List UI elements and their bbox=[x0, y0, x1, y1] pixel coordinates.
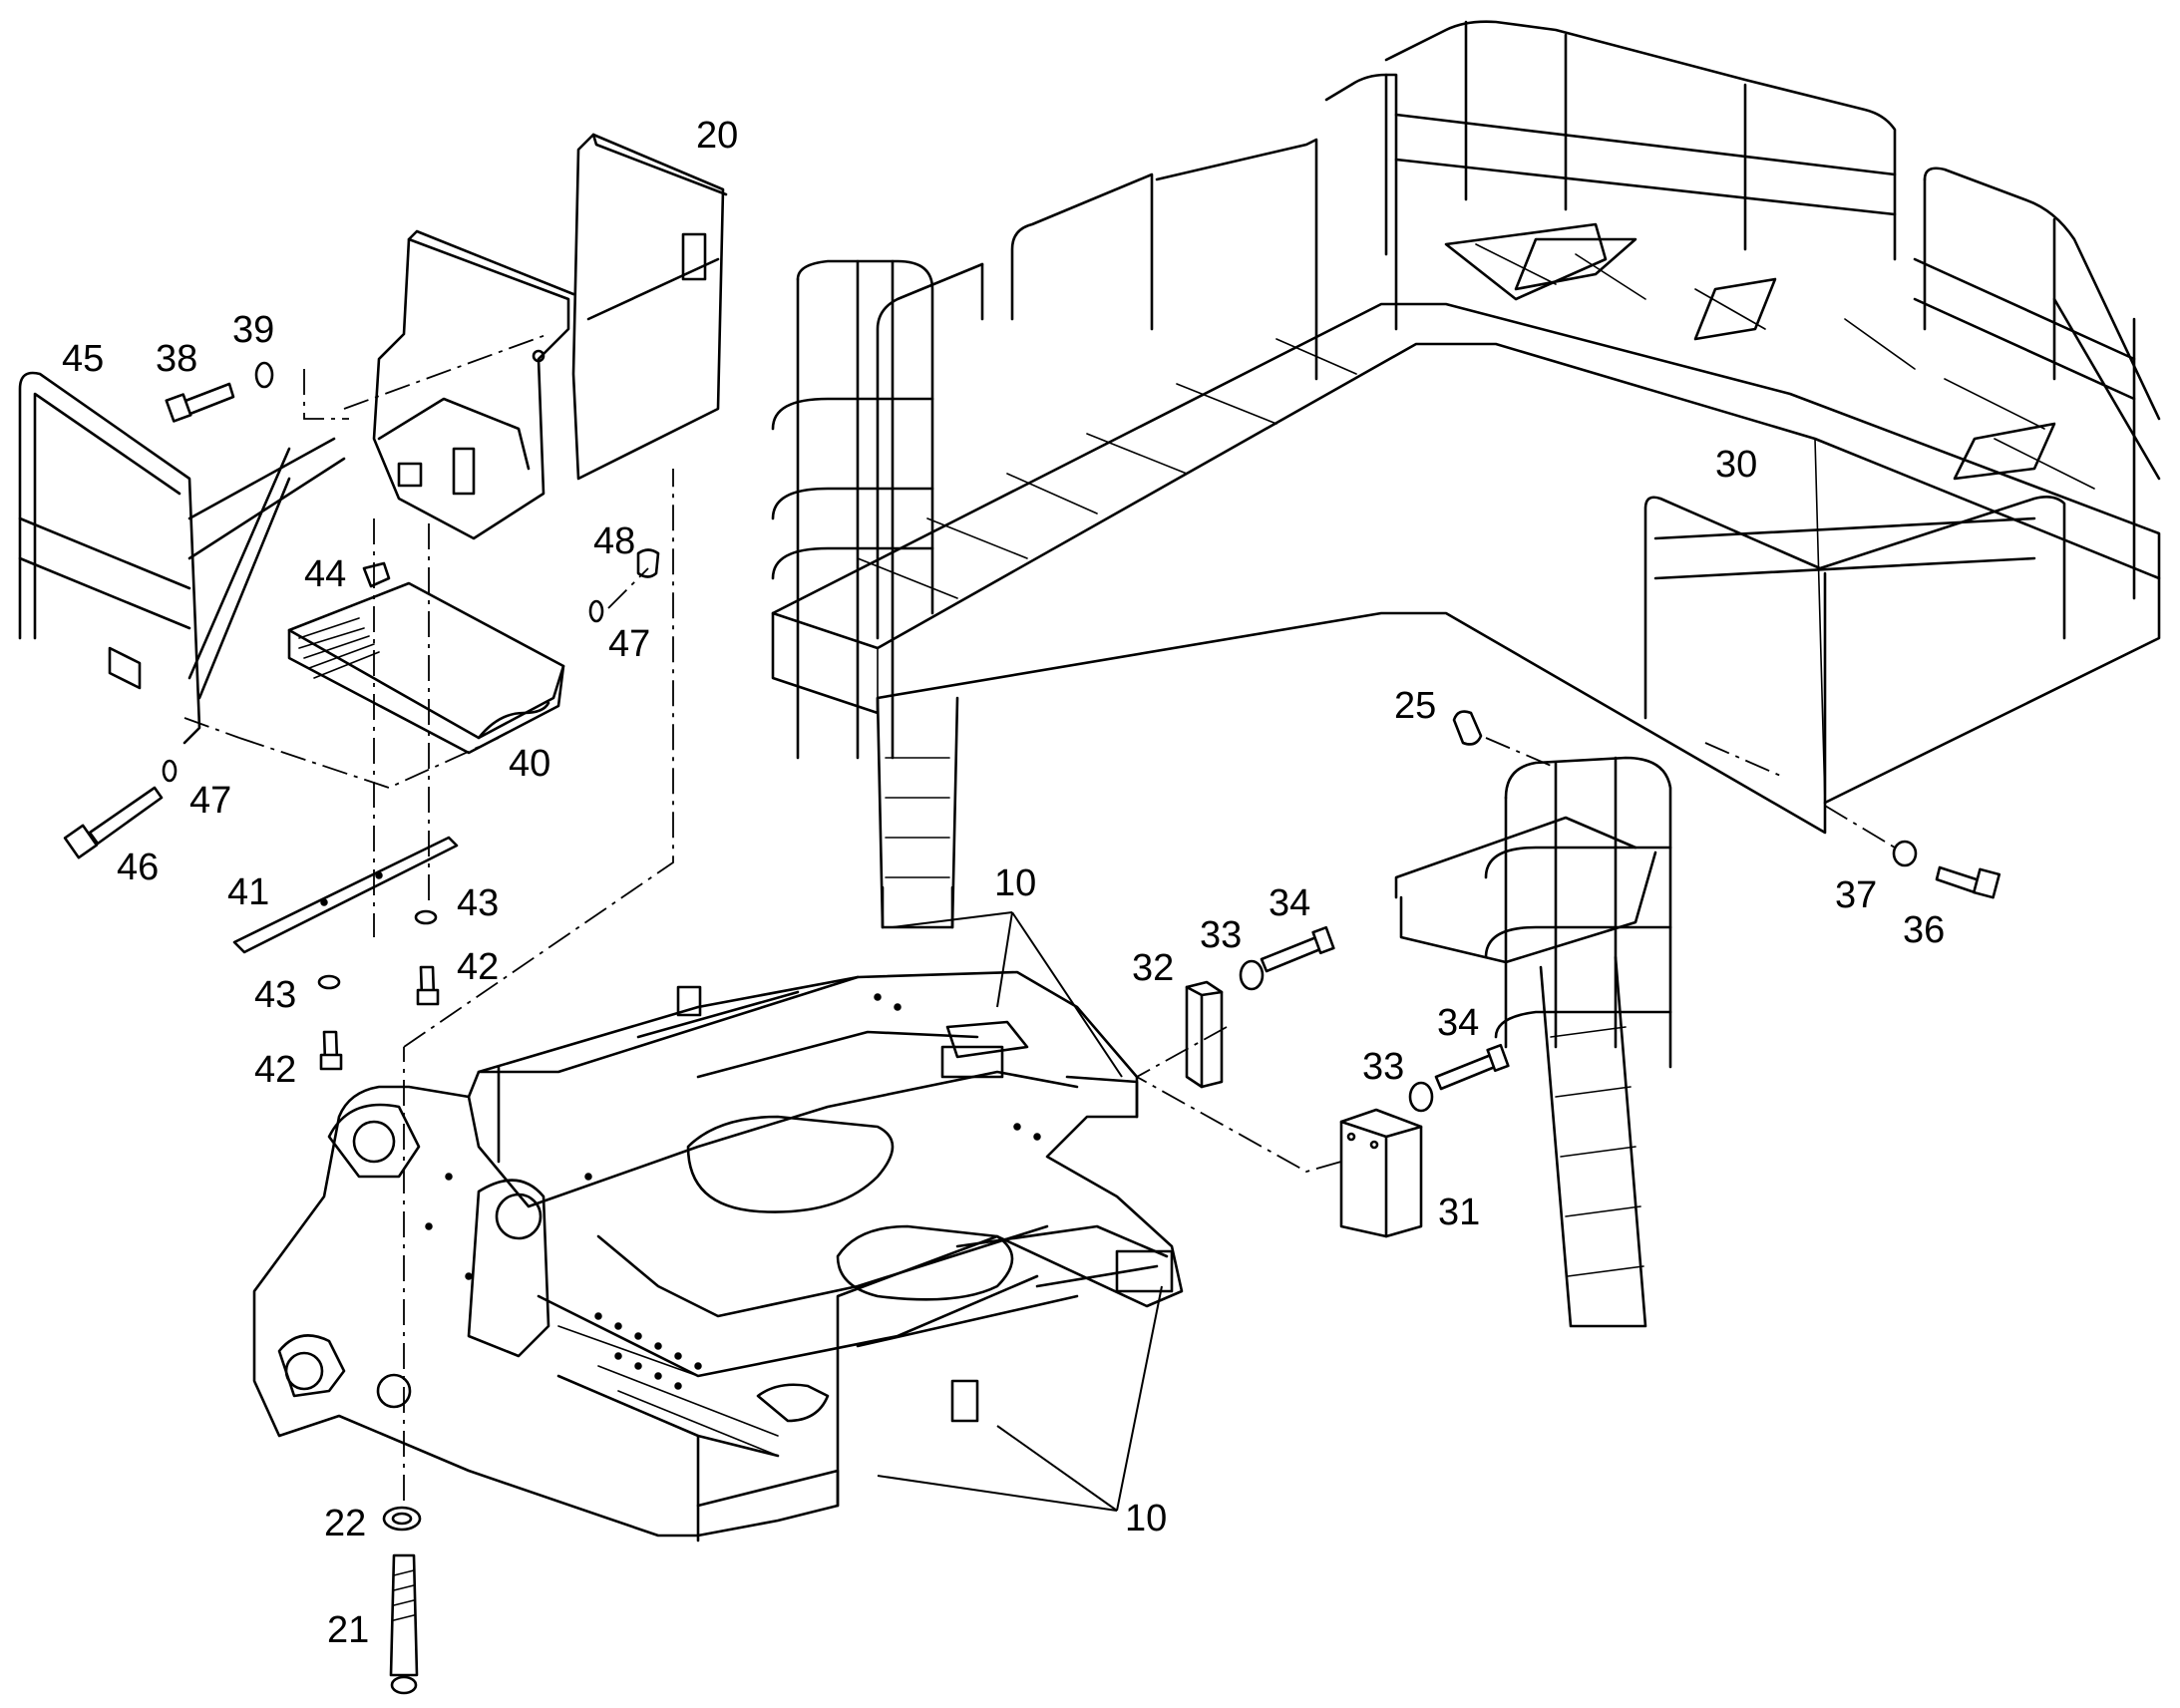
walkway-platform-30 bbox=[771, 20, 2161, 1328]
main-frame-10 bbox=[252, 970, 1184, 1542]
callout-34-upper: 34 bbox=[1269, 882, 1310, 924]
fastener-34b-bolt bbox=[1434, 1043, 1510, 1091]
strip-41 bbox=[232, 836, 459, 954]
fastener-47b-washer bbox=[162, 759, 178, 783]
fastener-39-washer bbox=[254, 361, 274, 389]
callout-40: 40 bbox=[509, 743, 550, 785]
callout-42-right: 42 bbox=[457, 946, 499, 988]
leader-lines bbox=[877, 911, 1163, 1512]
assembly-lines bbox=[183, 333, 1896, 1501]
callout-37: 37 bbox=[1835, 874, 1877, 916]
fastener-38-bolt bbox=[165, 382, 235, 423]
fastener-48-nut bbox=[636, 548, 660, 578]
callout-30: 30 bbox=[1715, 444, 1757, 486]
callout-43-right: 43 bbox=[457, 882, 499, 924]
fastener-47a-washer bbox=[588, 599, 604, 623]
fastener-25-nut bbox=[1452, 710, 1483, 746]
callout-46: 46 bbox=[117, 847, 159, 888]
fastener-36-bolt bbox=[1935, 865, 2001, 899]
callout-labels: 10 10 20 21 22 25 30 31 32 33 33 34 34 3… bbox=[62, 115, 1945, 1651]
callout-39: 39 bbox=[232, 309, 274, 351]
callout-21: 21 bbox=[327, 1609, 369, 1651]
fastener-43b-washer bbox=[414, 909, 438, 925]
callout-43-left: 43 bbox=[254, 974, 296, 1016]
frame-holes bbox=[425, 993, 1041, 1390]
callout-45: 45 bbox=[62, 338, 104, 380]
fastener-42b-bolt bbox=[416, 965, 440, 1006]
guard-rail-45 bbox=[18, 371, 346, 745]
fastener-21-bolt bbox=[389, 1553, 419, 1695]
fastener-42a-bolt bbox=[319, 1030, 343, 1071]
fastener-46-bolt bbox=[63, 786, 164, 859]
callout-42-left: 42 bbox=[254, 1049, 296, 1091]
callout-34-lower: 34 bbox=[1437, 1002, 1479, 1044]
callout-20: 20 bbox=[696, 115, 738, 157]
callout-41: 41 bbox=[227, 871, 269, 913]
callout-33-upper: 33 bbox=[1200, 914, 1242, 956]
callout-47-left: 47 bbox=[189, 780, 231, 822]
callout-31: 31 bbox=[1438, 1192, 1480, 1233]
callout-10-lower: 10 bbox=[1125, 1498, 1167, 1539]
callout-10-upper: 10 bbox=[994, 862, 1036, 904]
callout-25: 25 bbox=[1394, 685, 1436, 727]
block-31 bbox=[1339, 1108, 1423, 1238]
callout-32: 32 bbox=[1132, 947, 1174, 989]
fastener-33a-washer bbox=[1239, 959, 1265, 991]
fastener-33b-washer bbox=[1408, 1081, 1434, 1113]
cover-plate-40 bbox=[287, 581, 565, 755]
fastener-44-nut bbox=[362, 561, 391, 588]
fastener-43a-washer bbox=[317, 974, 341, 990]
fastener-37-washer bbox=[1892, 840, 1918, 867]
callout-22: 22 bbox=[324, 1503, 366, 1544]
block-32 bbox=[1185, 980, 1224, 1089]
fastener-22-washer bbox=[382, 1506, 422, 1532]
fastener-34a-bolt bbox=[1260, 925, 1335, 973]
callout-47-right: 47 bbox=[608, 623, 650, 665]
cab-support-20 bbox=[372, 133, 728, 540]
callout-44: 44 bbox=[304, 553, 346, 595]
callout-33-lower: 33 bbox=[1362, 1046, 1404, 1088]
callout-48: 48 bbox=[593, 520, 635, 562]
callout-38: 38 bbox=[156, 338, 197, 380]
callout-36: 36 bbox=[1903, 909, 1945, 951]
